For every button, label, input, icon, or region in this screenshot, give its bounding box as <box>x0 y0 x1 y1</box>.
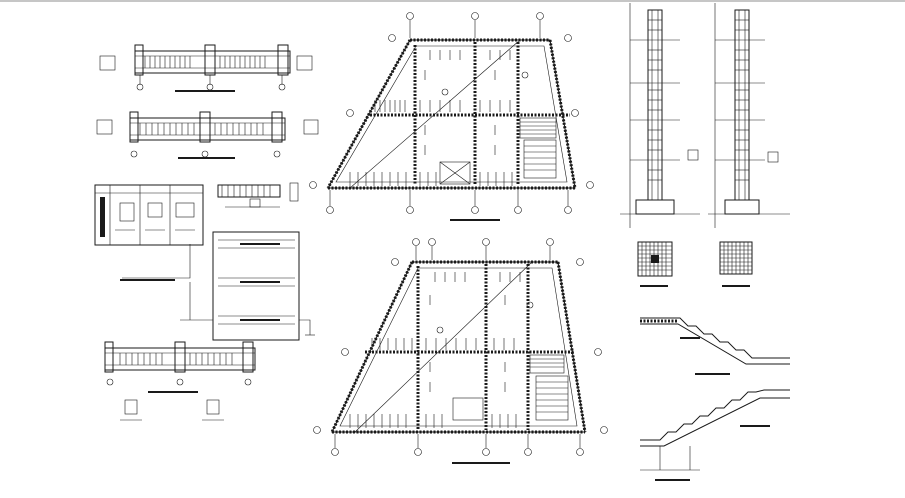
footing-plan-2 <box>719 241 753 287</box>
footing-plan-1 <box>637 241 673 287</box>
beam-detail-1 <box>99 44 313 92</box>
lower-floor-framing-plan <box>313 238 608 464</box>
stair-section-1 <box>640 317 790 375</box>
grid-bubbles-lower <box>313 238 608 456</box>
beam-detail-3 <box>104 341 256 421</box>
column-section-2 <box>708 3 790 228</box>
upper-floor-framing-plan <box>309 12 594 221</box>
column-schedule-table <box>94 184 204 246</box>
stair-section-2 <box>640 389 790 481</box>
column-section-1 <box>620 3 700 228</box>
grid-bubbles-upper <box>309 12 594 214</box>
beam-detail-2 <box>96 111 319 159</box>
footing-detail-small <box>217 182 299 208</box>
electrical-riser-diagram <box>120 231 315 341</box>
